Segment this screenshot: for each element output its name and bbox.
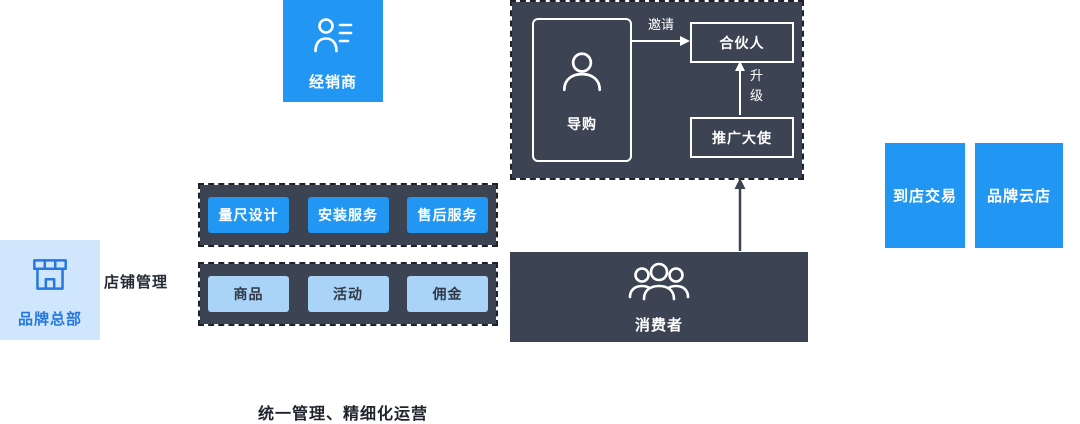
operation-chip-activity: 活动 (307, 276, 389, 312)
hq-label: 品牌总部 (17, 311, 82, 328)
people-group-icon (627, 259, 691, 310)
upgrade-arrow (735, 61, 745, 115)
ambassador-node: 推广大使 (690, 117, 794, 158)
consumer-upgrade-arrow (734, 178, 746, 251)
partner-node: 合伙人 (690, 22, 794, 63)
service-chip-measure: 量尺设计 (208, 197, 289, 233)
guide-label: 导购 (567, 115, 597, 132)
service-chip-install: 安装服务 (307, 197, 389, 233)
invite-label: 邀请 (647, 17, 674, 32)
instore-node: 到店交易 (885, 143, 965, 248)
instore-label: 到店交易 (892, 188, 957, 205)
caption: 统一管理、精细化运营 (258, 406, 429, 423)
guide-panel: 导购 邀请 合伙人 升级 推广大使 (510, 0, 804, 180)
guide-card: 导购 (532, 18, 632, 162)
upgrade-label: 升级 (750, 68, 764, 103)
cloudstore-label: 品牌云店 (986, 188, 1051, 205)
invite-arrow (632, 36, 690, 46)
person-with-list-icon (309, 12, 357, 65)
dealer-node: 经销商 (283, 0, 383, 102)
services-panel: 量尺设计 安装服务 售后服务 (198, 183, 498, 247)
dealer-label: 经销商 (308, 74, 357, 91)
store-management-label: 店铺管理 (104, 274, 169, 291)
operation-chip-commission: 佣金 (407, 276, 488, 312)
cloudstore-node: 品牌云店 (975, 143, 1063, 248)
person-icon (557, 47, 607, 102)
storefront-icon (27, 251, 73, 302)
service-chip-aftersale: 售后服务 (407, 197, 488, 233)
consumer-node: 消费者 (510, 252, 808, 342)
operation-chip-goods: 商品 (208, 276, 289, 312)
operations-panel: 商品 活动 佣金 (198, 262, 498, 326)
hq-node: 品牌总部 (0, 240, 100, 340)
partner-label: 合伙人 (719, 34, 765, 51)
consumer-label: 消费者 (634, 317, 683, 334)
ambassador-label: 推广大使 (712, 129, 772, 146)
